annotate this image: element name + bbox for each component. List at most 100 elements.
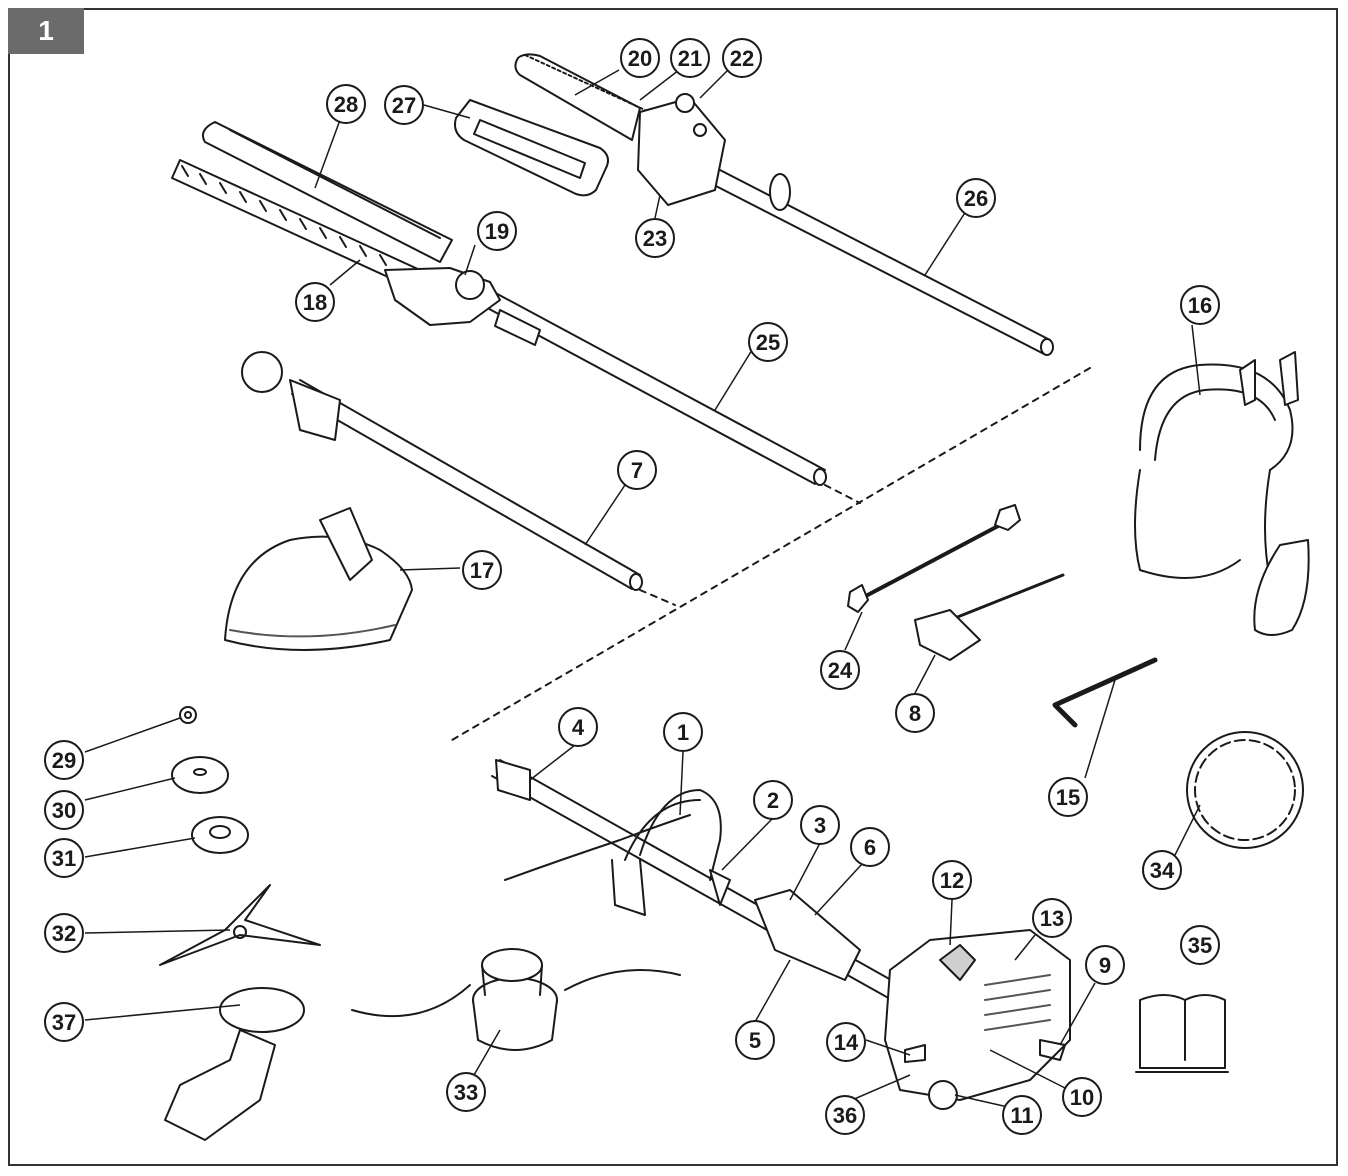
callout-32: 32 (44, 913, 84, 953)
callout-15: 15 (1048, 777, 1088, 817)
throttle-grip (709, 869, 861, 981)
assembly-guide-line (451, 367, 1091, 741)
callout-circle (635, 218, 675, 258)
callout-24: 24 (820, 650, 860, 690)
callout-number: 13 (1040, 906, 1064, 931)
callout-37: 37 (44, 1002, 84, 1042)
callout-9: 9 (1085, 945, 1125, 985)
trimmer-guard (224, 507, 413, 651)
callout-number: 22 (730, 46, 754, 71)
callout-number: 35 (1188, 933, 1212, 958)
callout-number: 30 (52, 798, 76, 823)
callout-2: 2 (753, 780, 793, 820)
callout-3: 3 (800, 805, 840, 845)
callout-number: 26 (964, 186, 988, 211)
callout-7: 7 (617, 450, 657, 490)
callout-number: 18 (303, 290, 327, 315)
bar-cover (454, 99, 609, 197)
callout-number: 34 (1150, 858, 1175, 883)
callout-number: 37 (52, 1010, 76, 1035)
callout-number: 8 (909, 701, 921, 726)
callout-16: 16 (1180, 285, 1220, 325)
callout-number: 3 (814, 813, 826, 838)
callout-number: 4 (572, 715, 585, 740)
three-tooth-blade (159, 884, 321, 966)
callout-number: 25 (756, 330, 780, 355)
callout-number: 33 (454, 1080, 478, 1105)
callout-circle (1032, 898, 1072, 938)
callout-4: 4 (558, 707, 598, 747)
trimmer-line-coil (1186, 731, 1304, 849)
callout-30: 30 (44, 790, 84, 830)
callout-number: 5 (749, 1028, 761, 1053)
callout-number: 16 (1188, 293, 1212, 318)
callout-circle (462, 550, 502, 590)
callout-number: 2 (767, 788, 779, 813)
nut (179, 706, 197, 724)
callout-circle (44, 740, 84, 780)
callout-circle (477, 211, 517, 251)
callout-circle (44, 913, 84, 953)
callout-number: 10 (1070, 1085, 1094, 1110)
callout-36: 36 (825, 1095, 865, 1135)
callout-18: 18 (295, 282, 335, 322)
callout-circle (1085, 945, 1125, 985)
callout-circle (895, 693, 935, 733)
callout-6: 6 (850, 827, 890, 867)
callout-circle (44, 838, 84, 878)
callout-number: 23 (643, 226, 667, 251)
callout-29: 29 (44, 740, 84, 780)
loop-handle (504, 789, 722, 916)
callout-number: 29 (52, 748, 76, 773)
callout-21: 21 (670, 38, 710, 78)
callout-circle (1142, 850, 1182, 890)
callout-circle (735, 1020, 775, 1060)
callout-28: 28 (326, 84, 366, 124)
callout-22: 22 (722, 38, 762, 78)
callout-circle (663, 712, 703, 752)
callout-10: 10 (1062, 1077, 1102, 1117)
callout-number: 9 (1099, 953, 1111, 978)
callout-5: 5 (735, 1020, 775, 1060)
callout-circle (850, 827, 890, 867)
callout-number: 32 (52, 921, 76, 946)
callout-circle (932, 860, 972, 900)
callout-20: 20 (620, 38, 660, 78)
callout-31: 31 (44, 838, 84, 878)
callout-circle (820, 650, 860, 690)
callout-circle (1180, 285, 1220, 325)
chain-saw-bar (514, 53, 646, 141)
callout-14: 14 (826, 1022, 866, 1062)
callout-8: 8 (895, 693, 935, 733)
callout-circle (753, 780, 793, 820)
callout-19: 19 (477, 211, 517, 251)
callout-circle (295, 282, 335, 322)
callout-circle (446, 1072, 486, 1112)
spark-plug-wrench (914, 573, 1065, 661)
callout-circle (620, 38, 660, 78)
callout-35: 35 (1180, 925, 1220, 965)
callout-circle (722, 38, 762, 78)
callout-number: 15 (1056, 785, 1080, 810)
callout-number: 6 (864, 835, 876, 860)
callout-number: 28 (334, 92, 358, 117)
callout-26: 26 (956, 178, 996, 218)
callout-circle (670, 38, 710, 78)
hex-key (1052, 657, 1158, 728)
callout-33: 33 (446, 1072, 486, 1112)
callout-circle (558, 707, 598, 747)
callout-number: 1 (677, 720, 689, 745)
callout-circle (1048, 777, 1088, 817)
callout-12: 12 (932, 860, 972, 900)
callout-circle (1002, 1095, 1042, 1135)
callout-number: 20 (628, 46, 652, 71)
assembly-guide-line-2 (824, 484, 861, 504)
pole-saw-shaft (711, 169, 1054, 356)
callout-34: 34 (1142, 850, 1182, 890)
cup-washer (171, 756, 229, 794)
figure-number: 1 (38, 15, 54, 46)
callout-number: 12 (940, 868, 964, 893)
callout-circle (617, 450, 657, 490)
